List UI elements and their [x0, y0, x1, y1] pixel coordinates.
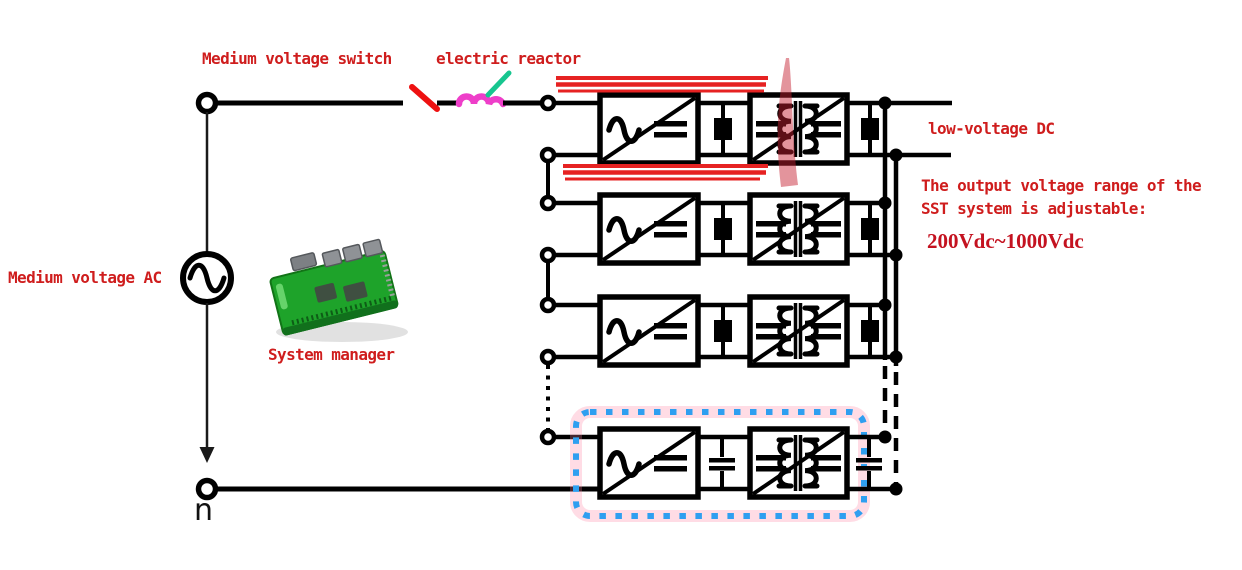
red-highlight-marks — [556, 58, 798, 187]
neutral-terminal-node — [195, 477, 219, 501]
dc-link-capacitor-icon — [712, 101, 734, 157]
system-manager-label: System manager — [268, 345, 395, 364]
medium-voltage-ac-label: Medium voltage AC — [8, 268, 162, 287]
pcb-slot — [275, 283, 288, 310]
switch-blade-icon — [409, 84, 440, 112]
dcdc-converter-icon — [750, 195, 847, 263]
power-module-3 — [600, 297, 903, 365]
output-capacitor-icon — [859, 201, 881, 257]
green-mark-icon — [485, 70, 512, 98]
dcdc-converter-icon — [750, 297, 847, 365]
selected-module-outline — [570, 406, 870, 522]
medium-voltage-switch-label: Medium voltage switch — [202, 49, 392, 68]
medium-voltage-switch-symbol — [216, 84, 440, 112]
blue-dotted-selection-box — [573, 409, 867, 519]
electric-reactor-symbol — [437, 70, 541, 108]
inductor-coil-icon — [455, 93, 507, 108]
dc-link-capacitor-icon — [712, 201, 734, 257]
pcb-pins — [291, 295, 392, 326]
pcb-connector — [290, 252, 318, 272]
system-manager-board — [269, 238, 408, 342]
pcb-connector — [321, 248, 343, 268]
output-note-line2: SST system is adjustable: — [921, 199, 1147, 218]
pcb-connector — [362, 238, 384, 258]
voltage-range-label: 200Vdc~1000Vdc — [927, 229, 1084, 253]
output-note-line1: The output voltage range of the — [921, 176, 1202, 195]
dcdc-converter-icon — [750, 95, 847, 163]
neutral-node-label: n — [194, 493, 214, 528]
phase-terminal-node — [195, 91, 219, 115]
dcdc-converter-icon — [750, 429, 847, 497]
output-capacitor-icon — [859, 101, 881, 157]
low-voltage-dc-label: low-voltage DC — [928, 119, 1055, 138]
pcb-chip — [343, 281, 368, 302]
pcb-connector — [342, 243, 363, 263]
acdc-converter-icon — [600, 95, 698, 163]
acdc-converter-icon — [600, 429, 698, 497]
pcb-chip — [314, 282, 337, 303]
power-module-2 — [600, 195, 903, 263]
acdc-converter-icon — [600, 297, 698, 365]
pcb-pins — [379, 254, 395, 297]
acdc-converter-icon — [600, 195, 698, 263]
arrow-down-icon — [199, 447, 215, 463]
dc-link-capacitor-icon — [712, 303, 734, 359]
dc-link-capacitor-icon — [707, 435, 737, 491]
red-marker-stroke-icon — [777, 58, 798, 187]
output-capacitor-icon — [859, 303, 881, 359]
power-module-4 — [600, 429, 903, 497]
power-module-1 — [600, 95, 952, 163]
electric-reactor-label: electric reactor — [436, 49, 581, 68]
medium-voltage-source — [180, 91, 234, 501]
input-terminal-chain — [542, 97, 600, 443]
